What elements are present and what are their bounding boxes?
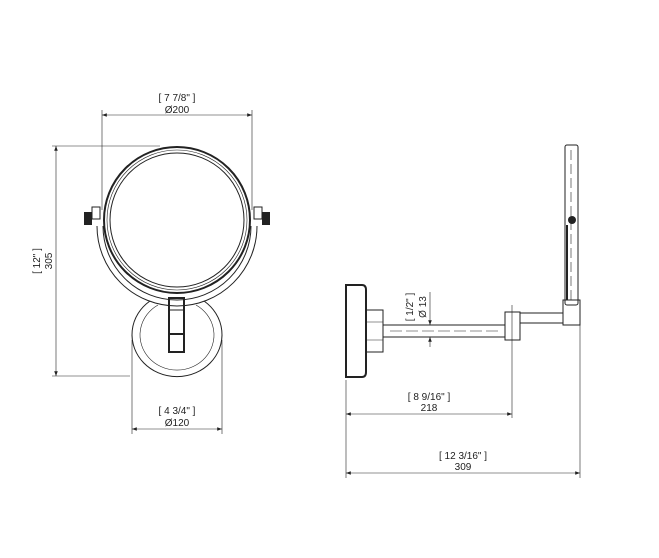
upper-arm [520,312,563,324]
width-inch-label: [ 7 7/8" ] [159,93,196,104]
front-view: [ 7 7/8" ] Ø200 [ 12" ] 305 [ 4 3/4" ] Ø… [32,93,270,434]
yoke [84,206,270,307]
mirror-side [564,144,579,306]
left-knob-icon [84,212,92,225]
arm-dia-inch-label: [ 1/2" ] [405,293,416,322]
base-inch-label: [ 4 3/4" ] [159,406,196,417]
wall-base [131,300,223,378]
arm-length-mm-label: 218 [421,403,438,414]
height-inch-label: [ 12" ] [32,248,43,274]
right-knob-icon [262,212,270,225]
stem [168,297,185,353]
total-depth-mm-label: 309 [455,462,472,473]
knob-icon [568,216,576,224]
height-mm-label: 305 [44,252,55,269]
arm-length-inch-label: [ 8 9/16" ] [408,392,451,403]
arm [383,324,505,338]
elbow-joint [504,311,521,341]
wall-plate [345,284,367,378]
total-depth-inch-label: [ 12 3/16" ] [439,451,487,462]
side-view: [ 1/2" ] Ø 13 [ 8 9/16" ] 218 [ 12 3/16"… [345,144,581,478]
arm-dia-mm-label: Ø 13 [418,296,429,318]
mirror-head [103,146,251,294]
base-mm-label: Ø120 [165,418,190,429]
width-mm-label: Ø200 [165,105,190,116]
wall-bracket [365,309,384,353]
